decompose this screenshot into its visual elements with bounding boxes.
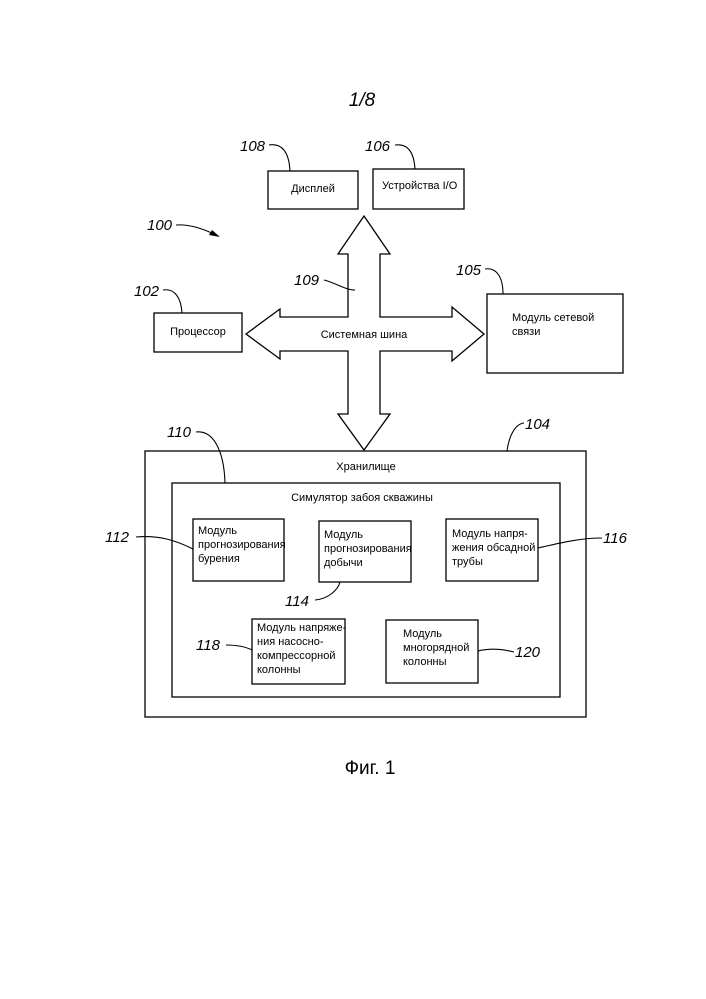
simulator-label: Симулятор забоя скважины <box>291 492 433 504</box>
ref-112-drilling: 112 <box>105 529 130 546</box>
multistring-module-label: Модуль многорядной колонны <box>403 628 472 668</box>
ref-109-bus: 109 <box>294 272 320 289</box>
ref-102-leader <box>163 290 182 313</box>
production-module-label: Модуль прогнозирования добычи <box>324 529 415 569</box>
storage-block <box>145 451 586 717</box>
casing-module-label: Модуль напря- жения обсадной трубы <box>452 528 538 568</box>
system-bus-label: Системная шина <box>321 329 408 341</box>
ref-116-casing: 116 <box>603 530 628 547</box>
network-module-block <box>487 294 623 373</box>
ref-114-production: 114 <box>285 593 309 610</box>
ref-118-tubing: 118 <box>196 637 221 654</box>
figure-caption: Фиг. 1 <box>345 758 396 779</box>
ref-109-leader <box>324 280 355 290</box>
ref-106-io: 106 <box>365 138 391 155</box>
display-label: Дисплей <box>291 183 335 195</box>
ref-108-leader <box>269 145 290 171</box>
simulator-block <box>172 483 560 697</box>
ref-116-leader <box>538 538 602 548</box>
storage-label: Хранилище <box>336 461 395 473</box>
ref-120-leader <box>478 649 514 652</box>
ref-104-storage: 104 <box>525 416 550 433</box>
ref-105-leader <box>485 269 503 294</box>
ref-106-leader <box>395 145 415 169</box>
ref-104-leader <box>507 423 524 451</box>
tubing-module-label: Модуль напряже- ния насосно- компрессорн… <box>257 622 349 676</box>
ref-114-leader <box>315 582 340 600</box>
ref-105-network: 105 <box>456 262 482 279</box>
network-module-label: Модуль сетевой связи <box>512 312 597 338</box>
processor-label: Процессор <box>170 326 226 338</box>
ref-102-processor: 102 <box>134 283 160 300</box>
ref-110-simulator: 110 <box>167 424 192 441</box>
ref-120-multistring: 120 <box>515 644 541 661</box>
ref-100-system: 100 <box>147 217 173 234</box>
ref-118-leader <box>226 645 252 650</box>
drilling-module-label: Модуль прогнозирования бурения <box>198 525 289 565</box>
io-devices-label: Устройства I/O <box>382 180 458 192</box>
ref-100-leader <box>176 225 214 234</box>
ref-100-arrowhead <box>209 230 220 237</box>
sheet-number: 1/8 <box>349 90 376 111</box>
ref-110-leader <box>196 432 225 483</box>
ref-108-display: 108 <box>240 138 266 155</box>
